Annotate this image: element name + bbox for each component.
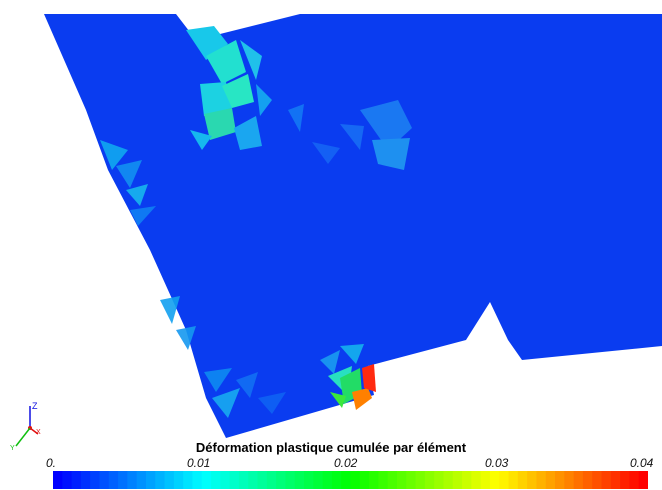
colorbar-step [118, 471, 128, 489]
z-axis-label: Z [32, 401, 38, 411]
colorbar-step [164, 471, 175, 489]
colorbar-step [480, 471, 491, 489]
colorbar-step [359, 471, 370, 489]
colorbar-step [155, 471, 166, 489]
colorbar-step [220, 471, 231, 489]
colorbar-step [341, 471, 352, 489]
strain-arc-region [186, 26, 272, 150]
colorbar-step [527, 471, 538, 489]
colorbar-step [573, 471, 584, 489]
colorbar-step [173, 471, 184, 489]
colorbar-step [192, 471, 203, 489]
colorbar-step [136, 471, 147, 489]
colorbar-step [610, 471, 621, 489]
x-axis-label: X [36, 429, 41, 436]
colorbar-step [499, 471, 510, 489]
colorbar-step [555, 471, 565, 489]
y-axis-line [15, 427, 31, 447]
colorbar-step [248, 471, 259, 489]
colorbar-step [127, 471, 138, 489]
colorbar-step [629, 471, 640, 489]
colorbar-step [582, 471, 593, 489]
mesh-element-highlights [100, 140, 364, 418]
colorbar-step [229, 471, 240, 489]
colorbar-step [53, 471, 63, 489]
colorbar-gradient [53, 471, 648, 489]
colorbar-tick-label: 0.04 [630, 456, 654, 470]
colorbar-step [238, 471, 249, 489]
colorbar-step [471, 471, 482, 489]
colorbar-step [406, 471, 417, 489]
colorbar-step [378, 471, 389, 489]
colorbar-step [536, 471, 547, 489]
colorbar-step [369, 471, 379, 489]
strain-hotspot [328, 364, 376, 410]
colorbar-step [80, 471, 91, 489]
colorbar-step [424, 471, 435, 489]
colorbar-step [211, 471, 221, 489]
colorbar-step [313, 471, 324, 489]
colorbar-step [350, 471, 361, 489]
colorbar-step [183, 471, 194, 489]
colorbar-step [90, 471, 101, 489]
colorbar-step [620, 471, 631, 489]
colorbar-step [304, 471, 314, 489]
colorbar-step [201, 471, 212, 489]
colorbar-step [462, 471, 472, 489]
colorbar-step [592, 471, 603, 489]
colorbar-step [266, 471, 277, 489]
colorbar-step [564, 471, 575, 489]
colorbar-step [99, 471, 110, 489]
colorbar-step [71, 471, 82, 489]
colorbar-step [62, 471, 73, 489]
colorbar-step [638, 471, 648, 489]
colorbar-step [331, 471, 342, 489]
colorbar-step [294, 471, 305, 489]
colorbar-step [387, 471, 398, 489]
colorbar-step [108, 471, 119, 489]
colorbar-step [489, 471, 500, 489]
colorbar-step [517, 471, 528, 489]
colorbar-step [443, 471, 454, 489]
strain-mid-region [288, 100, 412, 170]
colorbar-step [452, 471, 463, 489]
mesh-main-part [44, 14, 662, 438]
colorbar-tick-label: 0.01 [187, 456, 211, 470]
colorbar-step [415, 471, 426, 489]
colorbar-step [434, 471, 445, 489]
colorbar-title: Déformation plastique cumulée par élémen… [195, 440, 467, 455]
axes-triad: Z X Y [10, 401, 41, 452]
y-axis-label: Y [10, 445, 15, 452]
colorbar-step [508, 471, 519, 489]
colorbar-tick-label: 0. [46, 456, 57, 470]
colorbar-step [601, 471, 612, 489]
colorbar-step [322, 471, 333, 489]
colorbar-tick-label: 0.03 [485, 456, 509, 470]
colorbar-step [396, 471, 407, 489]
colorbar-step [276, 471, 287, 489]
colorbar-step [545, 471, 556, 489]
mesh-render[interactable] [0, 0, 662, 440]
colorbar-step [145, 471, 156, 489]
colorbar-step [285, 471, 296, 489]
colorbar-tick-label: 0.02 [334, 456, 358, 470]
colorbar-step [257, 471, 268, 489]
